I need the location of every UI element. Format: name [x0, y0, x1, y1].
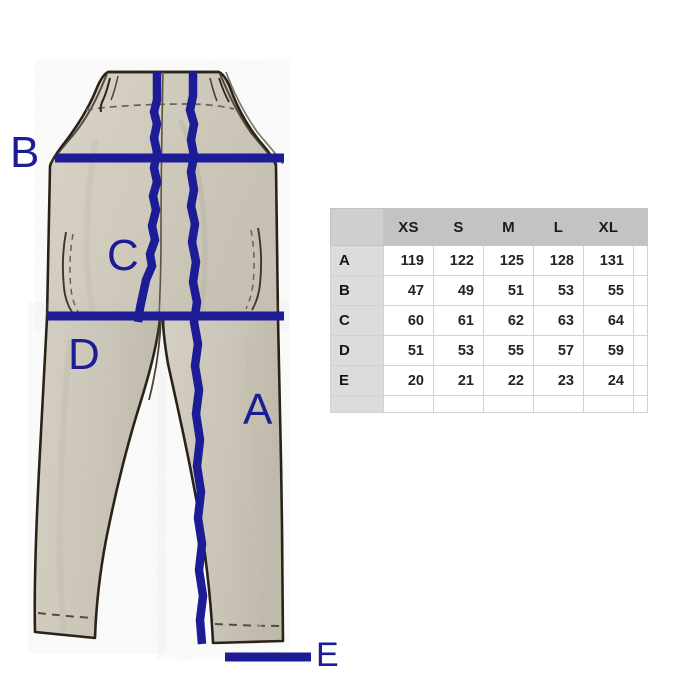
cell-c-l: 63 [533, 305, 584, 336]
cell-e-xs: 20 [383, 365, 434, 396]
cell-a-xl: 131 [583, 245, 634, 276]
measure-line-C [133, 72, 162, 323]
cell-d-xs: 51 [383, 335, 434, 366]
cell-b-s: 49 [433, 275, 484, 306]
torso-group [45, 70, 284, 320]
right-side-pocket-stitch [245, 229, 255, 310]
right-hem-stitch [214, 623, 282, 627]
measurement-row-header-a: A [330, 245, 384, 276]
cell-a-s: 122 [433, 245, 484, 276]
cell-trailing [633, 335, 648, 366]
measurement-lines [47, 153, 311, 662]
size-column-header-xs: XS [383, 208, 434, 246]
size-column-header-xl: XL [583, 208, 634, 246]
cell-e-m: 22 [483, 365, 534, 396]
measurement-row-header-e: E [330, 365, 384, 396]
cell-e-s: 21 [433, 365, 484, 396]
measure-label-d: D [68, 330, 100, 379]
spacer-cell [633, 395, 648, 413]
jumpsuit-illustration [33, 70, 311, 662]
spacer-cell [433, 395, 484, 413]
cell-trailing [633, 305, 648, 336]
table-row-spacer [330, 395, 648, 413]
cell-trailing [633, 275, 648, 306]
size-column-header-m: M [483, 208, 534, 246]
measure-label-a: A [243, 385, 273, 434]
cell-d-l: 57 [533, 335, 584, 366]
left-strap-detail-2 [110, 75, 119, 101]
size-table-corner-cell [330, 208, 384, 246]
measurement-row-header-c: C [330, 305, 384, 336]
left-leg-fold [56, 339, 73, 631]
right-leg [161, 316, 285, 645]
measure-label-b: B [10, 128, 40, 177]
right-leg-fold [244, 339, 262, 633]
spacer-cell [533, 395, 584, 413]
cell-a-l: 128 [533, 245, 584, 276]
right-leg-fold-2 [197, 359, 219, 541]
left-strap-detail [99, 77, 111, 113]
cell-b-m: 51 [483, 275, 534, 306]
cell-a-xs: 119 [383, 245, 434, 276]
measurement-row-header-d: D [330, 335, 384, 366]
size-column-header-l: L [533, 208, 584, 246]
chest-stitch-line [85, 103, 235, 111]
size-column-header-trailing [633, 208, 648, 246]
spacer-cell [583, 395, 634, 413]
measure-line-A [185, 72, 208, 645]
cell-b-xl: 55 [583, 275, 634, 306]
cell-c-xl: 64 [583, 305, 634, 336]
measurement-row-header-b: B [330, 275, 384, 306]
size-column-header-s: S [433, 208, 484, 246]
spacer-cell [383, 395, 434, 413]
cell-b-l: 53 [533, 275, 584, 306]
legs-group [33, 316, 285, 645]
cell-trailing [633, 245, 648, 276]
right-strap-detail [209, 77, 218, 102]
left-side-pocket [62, 231, 73, 313]
cell-c-m: 62 [483, 305, 534, 336]
left-side-pocket-stitch [69, 233, 80, 314]
cell-c-xs: 60 [383, 305, 434, 336]
cell-e-xl: 24 [583, 365, 634, 396]
right-strap-detail-2 [218, 77, 230, 103]
cell-d-s: 53 [433, 335, 484, 366]
cell-a-m: 125 [483, 245, 534, 276]
right-side-pocket [251, 227, 262, 311]
inseam-line [148, 317, 162, 401]
cell-trailing [633, 365, 648, 396]
torso-fold-shade-2 [83, 139, 99, 318]
spacer-cell [483, 395, 534, 413]
left-hem-stitch [37, 612, 95, 619]
measure-label-e: E [316, 636, 339, 674]
measure-label-c: C [107, 231, 139, 280]
cell-c-s: 61 [433, 305, 484, 336]
cell-e-l: 23 [533, 365, 584, 396]
cell-b-xs: 47 [383, 275, 434, 306]
spacer-row-header [330, 395, 384, 413]
center-front-seam [158, 71, 164, 319]
cell-d-xl: 59 [583, 335, 634, 366]
cell-d-m: 55 [483, 335, 534, 366]
